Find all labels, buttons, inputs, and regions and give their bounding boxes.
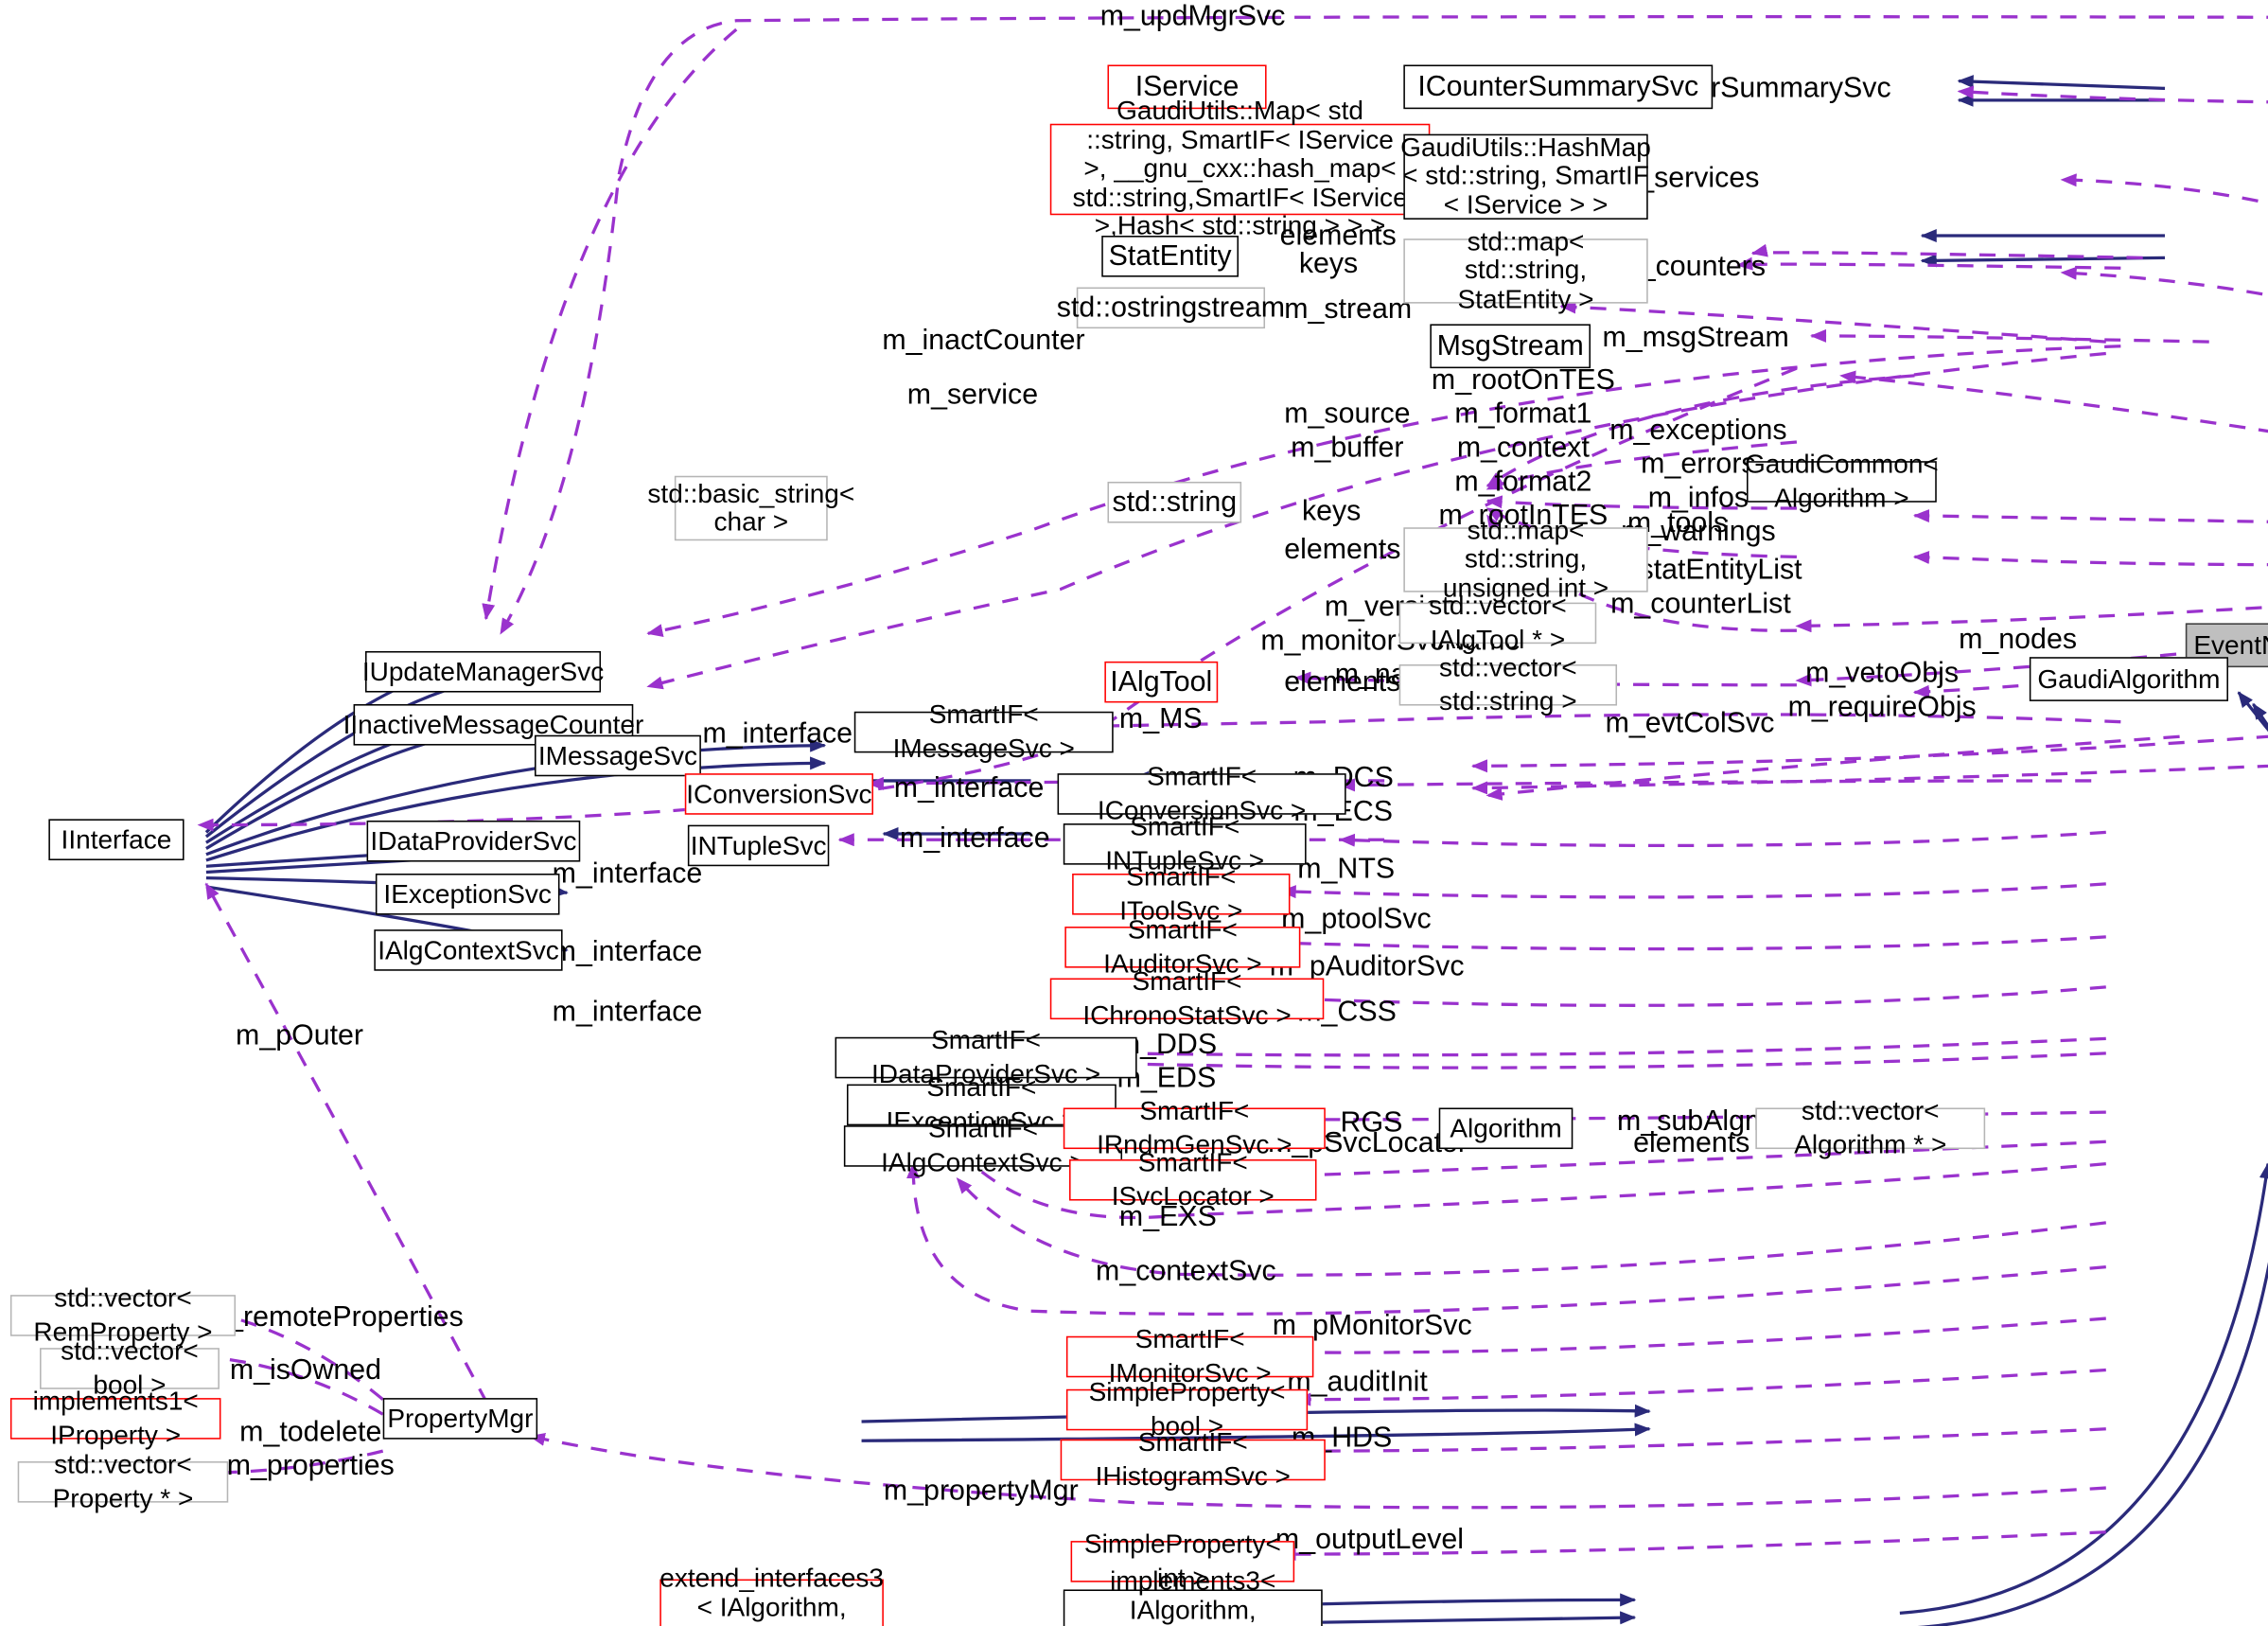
node-gaudicommon-algorithm[interactable]: GaudiCommon< Algorithm > (1745, 449, 1939, 513)
node-iupdatemanagersvc[interactable]: IUpdateManagerSvc (362, 650, 604, 693)
edge-label-m-interface-6: m_interface (552, 996, 703, 1029)
edge-label-m-inactcounter: m_inactCounter (882, 324, 1085, 357)
node-smartif-irndmgensvc[interactable]: SmartIF< IRndmGenSvc > (1063, 1096, 1326, 1159)
node-vector-bool[interactable]: std::vector< bool > (40, 1336, 220, 1400)
edge-label-m-remoteproperties: m_remoteProperties (202, 1300, 464, 1334)
edge-label-m-nts: m_NTS (1297, 853, 1396, 886)
edge-label-m-interface-5: m_interface (552, 935, 703, 968)
edge-label-m-nodes: m_nodes (1959, 623, 2077, 656)
node-iinterface[interactable]: IInterface (48, 819, 185, 860)
node-smartif-intuplesvc[interactable]: SmartIF< INTupleSvc > (1063, 812, 1307, 875)
node-smartif-ichronostatsvc[interactable]: SmartIF< IChronoStatSvc > (1049, 966, 1325, 1030)
edge-label-m-evtcolsvc: m_evtColSvc (1605, 707, 1775, 740)
node-map-string-uint[interactable]: std::map< std::string, unsigned int > (1403, 516, 1648, 602)
node-implements3[interactable]: implements3< IAlgorithm, IProperty, ISta… (1063, 1566, 1323, 1626)
edge-label-elements-3: elements (1284, 665, 1401, 698)
node-imessagesvc[interactable]: IMessageSvc (535, 734, 701, 777)
node-simpleproperty-bool[interactable]: SimpleProperty< bool > (1065, 1377, 1309, 1440)
edge-label-keys-2: keys (1301, 494, 1362, 528)
node-map-string-statentity[interactable]: std::map< std::string, StatEntity > (1403, 227, 1648, 313)
node-smartif-imessagesvc[interactable]: SmartIF< IMessageSvc > (853, 699, 1114, 763)
node-gaudialgorithm[interactable]: GaudiAlgorithm (2029, 657, 2228, 701)
edge-label-m-contextsvc: m_contextSvc (1096, 1255, 1276, 1288)
node-iexceptionsvc[interactable]: IExceptionSvc (375, 874, 560, 915)
edge-label-m-pauditorsvc: m_pAuditorSvc (1269, 949, 1465, 983)
edge-label-m-ms: m_MS (1118, 702, 1203, 735)
node-iconversionsvc[interactable]: IConversionSvc (684, 773, 874, 815)
node-ialgcontextsvc[interactable]: IAlgContextSvc (374, 929, 563, 971)
node-intuplesvc[interactable]: INTupleSvc (687, 824, 830, 867)
edge-label-m-stream: m_stream (1284, 292, 1413, 326)
node-propertymgr[interactable]: PropertyMgr (382, 1398, 538, 1440)
edge-label-m-updmgrsvc: m_updMgrSvc (1099, 0, 1286, 33)
edge-label-m-interface-4: m_interface (552, 857, 703, 891)
node-simpleproperty-int[interactable]: SimpleProperty< int > (1070, 1529, 1295, 1593)
node-icountersummarysvc[interactable]: ICounterSummarySvc (1403, 64, 1714, 110)
edge-label-m-source-buffer: m_source m_buffer (1284, 398, 1411, 465)
node-msgstream[interactable]: MsgStream (1430, 324, 1591, 369)
edge-label-m-service: m_service (906, 379, 1039, 412)
node-ostringstream[interactable]: std::ostringstream (1057, 287, 1285, 329)
node-basic-string[interactable]: std::basic_string< char > (647, 475, 854, 541)
edge-label-m-interface-2: m_interface (893, 771, 1045, 804)
node-idataprovidersvc[interactable]: IDataProviderSvc (366, 820, 581, 862)
edge-label-elements-2: elements (1284, 533, 1401, 566)
edge-label-m-ptoolsvc: m_ptoolSvc (1281, 903, 1432, 936)
edge-label-m-msgstream: m_msgStream (1602, 321, 1789, 354)
edge-label-elements-4: elements (1633, 1126, 1750, 1159)
edge-label-m-todelete: m_todelete m_properties (226, 1415, 395, 1482)
node-smartif-iconversionsvc[interactable]: SmartIF< IConversionSvc > (1057, 762, 1346, 825)
node-std-string[interactable]: std::string (1107, 481, 1242, 523)
node-vector-property-ptr[interactable]: std::vector< Property * > (17, 1450, 229, 1513)
node-statentity[interactable]: StatEntity (1101, 236, 1239, 277)
node-extend-interfaces3[interactable]: extend_interfaces3 < IAlgorithm, IProper… (659, 1564, 884, 1626)
edge-label-m-interface-3: m_interface (900, 822, 1050, 855)
edge-label-m-vetoobjs: m_vetoObjs m_requireObjs (1787, 657, 1977, 724)
node-smartif-itoolsvc[interactable]: SmartIF< IToolSvc > (1072, 862, 1291, 925)
node-gaudiutils-hashmap[interactable]: GaudiUtils::HashMap < std::string, Smart… (1400, 132, 1651, 220)
node-smartif-isvclocator[interactable]: SmartIF< ISvcLocator > (1069, 1148, 1317, 1211)
edge-label-m-propertymgr: m_propertyMgr (883, 1475, 1079, 1508)
node-implements1-iproperty[interactable]: implements1< IProperty > (9, 1387, 221, 1450)
node-vector-remproperty[interactable]: std::vector< RemProperty > (9, 1283, 237, 1347)
node-smartif-ihistogramsvc[interactable]: SmartIF< IHistogramSvc > (1060, 1427, 1326, 1491)
edge-label-m-interface-1: m_interface (702, 717, 853, 751)
node-smartif-imonitorsvc[interactable]: SmartIF< IMonitorSvc > (1065, 1324, 1314, 1387)
node-vector-string[interactable]: std::vector< std::string > (1398, 653, 1618, 716)
node-smartif-iauditorsvc[interactable]: SmartIF< IAuditorSvc > (1064, 915, 1301, 979)
edge-label-keys-1: keys (1298, 247, 1359, 280)
node-gaudiutils-map[interactable]: GaudiUtils::Map< std ::string, SmartIF< … (1049, 97, 1431, 240)
node-algorithm[interactable]: Algorithm (1438, 1107, 1574, 1150)
node-ialgtool[interactable]: IAlgTool (1104, 661, 1219, 703)
edge-label-m-pouter: m_pOuter (236, 1019, 363, 1052)
node-vector-algorithm-ptr[interactable]: std::vector< Algorithm * > (1755, 1096, 1986, 1159)
edge-label-m-outputlevel: m_outputLevel (1275, 1523, 1465, 1556)
node-vector-ialgtool[interactable]: std::vector< IAlgTool * > (1398, 591, 1597, 654)
edge-label-m-isowned: m_isOwned (229, 1353, 382, 1387)
